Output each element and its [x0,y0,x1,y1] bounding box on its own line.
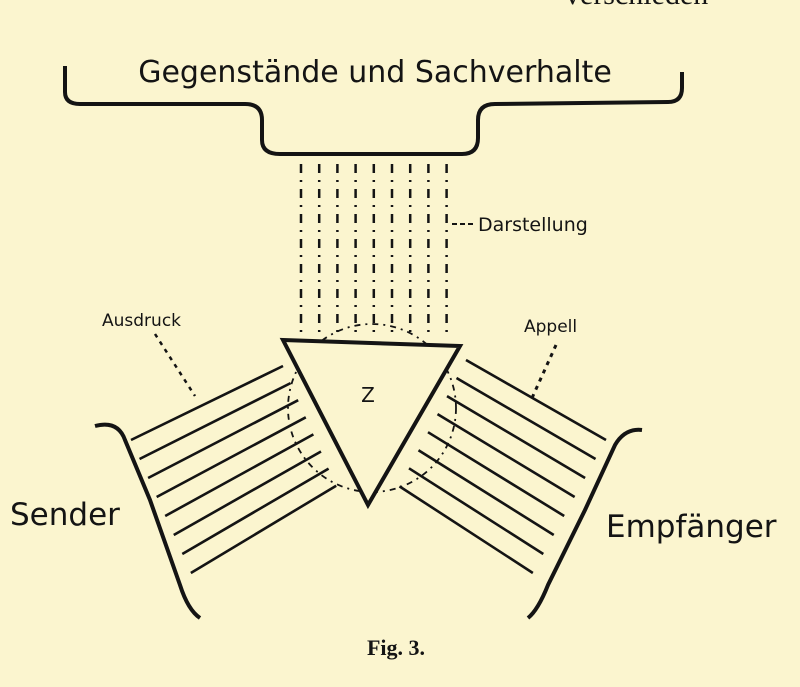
sign-label: Z [361,383,375,407]
representation-label: Darstellung [478,214,588,236]
sign-triangle [279,337,464,510]
expression-stripe [181,467,330,556]
sender-label: Sender [10,497,120,533]
appeal-label: Appell [524,317,577,337]
representation-lines [299,164,448,332]
objects-bracket [63,66,684,156]
appeal-stripe [398,485,534,575]
sender-bracket [94,422,202,620]
stripes [130,358,607,575]
appeal-stripe [455,376,597,461]
figure-caption: Fig. 3. [367,635,425,660]
expression-pointer [153,333,197,397]
appeal-stripe [427,431,565,518]
header-fragment: verschieden [565,0,708,11]
expression-stripe [156,416,307,499]
appeal-stripe [436,413,576,499]
appeal-stripe [417,449,555,537]
appeal-stripe [446,394,586,480]
expression-stripe [164,433,315,518]
appeal-stripe [465,358,607,442]
receiver-label: Empfänger [606,509,777,545]
appeal-stripe [408,467,544,556]
expression-stripe [138,381,292,461]
expression-stripe [190,484,337,575]
receiver-bracket [526,427,643,620]
expression-stripe [173,450,322,537]
expression-label: Ausdruck [102,311,181,331]
objects-label: Gegenstände und Sachverhalte [138,55,612,90]
expression-stripe [147,399,299,480]
appeal-pointer [530,344,558,399]
expression-stripe [130,364,284,442]
